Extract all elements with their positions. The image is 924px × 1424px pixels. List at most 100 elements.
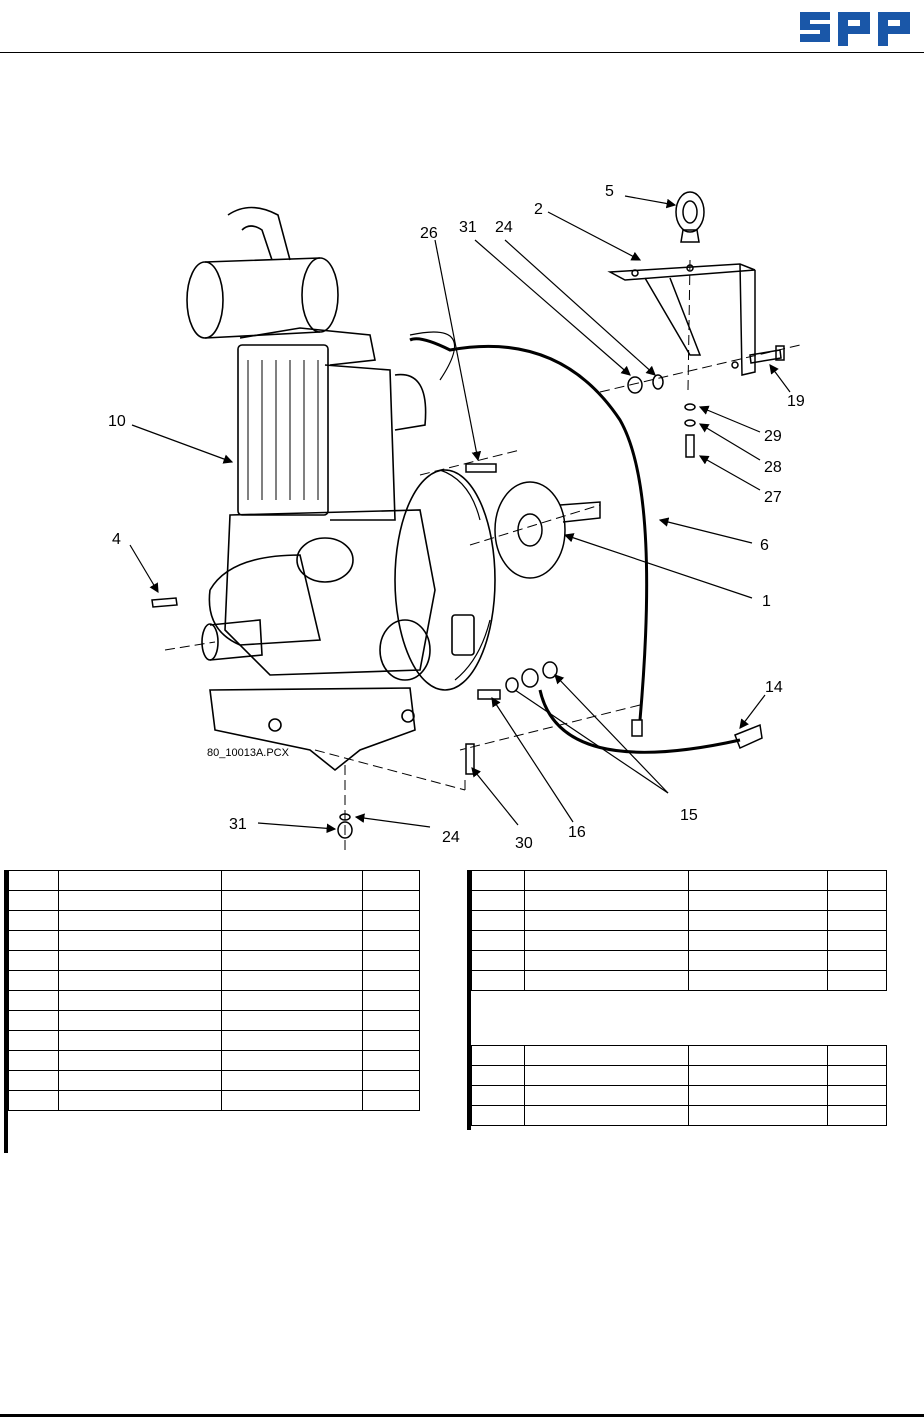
table-row bbox=[471, 1045, 887, 1066]
table-cell bbox=[471, 1085, 525, 1106]
table-cell bbox=[688, 1085, 828, 1106]
table-cell bbox=[221, 950, 363, 971]
callout-19: 19 bbox=[787, 393, 805, 410]
table-cell bbox=[221, 1010, 363, 1031]
table-cell bbox=[221, 890, 363, 911]
table-row bbox=[8, 930, 420, 951]
table-cell bbox=[362, 870, 420, 891]
parts-table-right-top bbox=[471, 870, 887, 991]
table-row bbox=[471, 930, 887, 951]
table-row bbox=[8, 890, 420, 911]
callout-10: 10 bbox=[108, 413, 126, 430]
callout-2: 2 bbox=[534, 201, 543, 218]
table-cell bbox=[524, 1085, 689, 1106]
callout-4: 4 bbox=[112, 531, 121, 548]
table-cell bbox=[688, 1045, 828, 1066]
callout-31-bottom: 31 bbox=[229, 816, 247, 833]
table-cell bbox=[58, 950, 222, 971]
table-cell bbox=[524, 950, 689, 971]
table-row bbox=[8, 1070, 420, 1091]
table-cell bbox=[8, 970, 59, 991]
table-cell bbox=[8, 990, 59, 1011]
table-cell bbox=[827, 890, 887, 911]
callout-16: 16 bbox=[568, 824, 586, 841]
axis-lines bbox=[164, 259, 801, 850]
loose-parts bbox=[151, 191, 785, 839]
parts-table-right-bottom bbox=[471, 1045, 887, 1126]
callout-6: 6 bbox=[760, 537, 769, 554]
table-cell bbox=[524, 870, 689, 891]
table-cell bbox=[8, 870, 59, 891]
table-cell bbox=[8, 930, 59, 951]
table-cell bbox=[58, 1030, 222, 1051]
callout-27: 27 bbox=[764, 489, 782, 506]
table-cell bbox=[58, 910, 222, 931]
table-cell bbox=[362, 1090, 420, 1111]
table-cell bbox=[827, 910, 887, 931]
callout-29: 29 bbox=[764, 428, 782, 445]
table-cell bbox=[362, 930, 420, 951]
callout-15: 15 bbox=[680, 807, 698, 824]
table-row bbox=[8, 1030, 420, 1051]
header-rule bbox=[0, 52, 924, 53]
table-row bbox=[8, 1090, 420, 1111]
table-cell bbox=[8, 1030, 59, 1051]
table-row bbox=[471, 950, 887, 971]
table-row bbox=[471, 1085, 887, 1106]
table-row bbox=[8, 1010, 420, 1031]
table-cell bbox=[827, 950, 887, 971]
callout-14: 14 bbox=[765, 679, 783, 696]
callout-24-top: 24 bbox=[495, 219, 513, 236]
table-cell bbox=[362, 950, 420, 971]
table-cell bbox=[362, 1030, 420, 1051]
table-cell bbox=[58, 890, 222, 911]
table-cell bbox=[688, 950, 828, 971]
table-row bbox=[471, 1065, 887, 1086]
parts-table-left bbox=[8, 870, 420, 1111]
table-cell bbox=[524, 910, 689, 931]
table-cell bbox=[471, 970, 525, 991]
table-cell bbox=[362, 890, 420, 911]
leader-lines bbox=[129, 195, 791, 834]
table-cell bbox=[58, 1090, 222, 1111]
engine-exploded-view: 5 2 24 31 26 19 29 28 27 10 6 4 1 14 15 … bbox=[108, 183, 805, 852]
table-cell bbox=[524, 1105, 689, 1126]
callout-5: 5 bbox=[605, 183, 614, 200]
table-cell bbox=[8, 1090, 59, 1111]
table-cell bbox=[221, 930, 363, 951]
table-cell bbox=[471, 890, 525, 911]
table-cell bbox=[362, 910, 420, 931]
callout-31-top: 31 bbox=[459, 219, 477, 236]
table-cell bbox=[58, 1070, 222, 1091]
table-cell bbox=[688, 890, 828, 911]
table-cell bbox=[688, 1065, 828, 1086]
table-cell bbox=[8, 1070, 59, 1091]
table-row bbox=[8, 870, 420, 891]
table-cell bbox=[362, 990, 420, 1011]
footer-rule bbox=[0, 1414, 924, 1417]
table-cell bbox=[221, 1090, 363, 1111]
engine-drawing bbox=[186, 205, 496, 772]
table-cell bbox=[58, 1010, 222, 1031]
table-cell bbox=[827, 970, 887, 991]
table-cell bbox=[827, 870, 887, 891]
table-cell bbox=[524, 930, 689, 951]
table-cell bbox=[827, 1105, 887, 1126]
table-cell bbox=[524, 890, 689, 911]
table-cell bbox=[362, 1010, 420, 1031]
left-table-marker bbox=[4, 870, 8, 1153]
table-cell bbox=[58, 930, 222, 951]
table-cell bbox=[688, 1105, 828, 1126]
table-cell bbox=[221, 970, 363, 991]
table-cell bbox=[524, 1065, 689, 1086]
table-cell bbox=[688, 910, 828, 931]
table-cell bbox=[221, 1050, 363, 1071]
table-cell bbox=[471, 1045, 525, 1066]
table-row bbox=[471, 890, 887, 911]
table-row bbox=[8, 970, 420, 991]
table-row bbox=[8, 990, 420, 1011]
table-cell bbox=[827, 1045, 887, 1066]
table-cell bbox=[524, 1045, 689, 1066]
table-cell bbox=[827, 1065, 887, 1086]
table-cell bbox=[221, 870, 363, 891]
